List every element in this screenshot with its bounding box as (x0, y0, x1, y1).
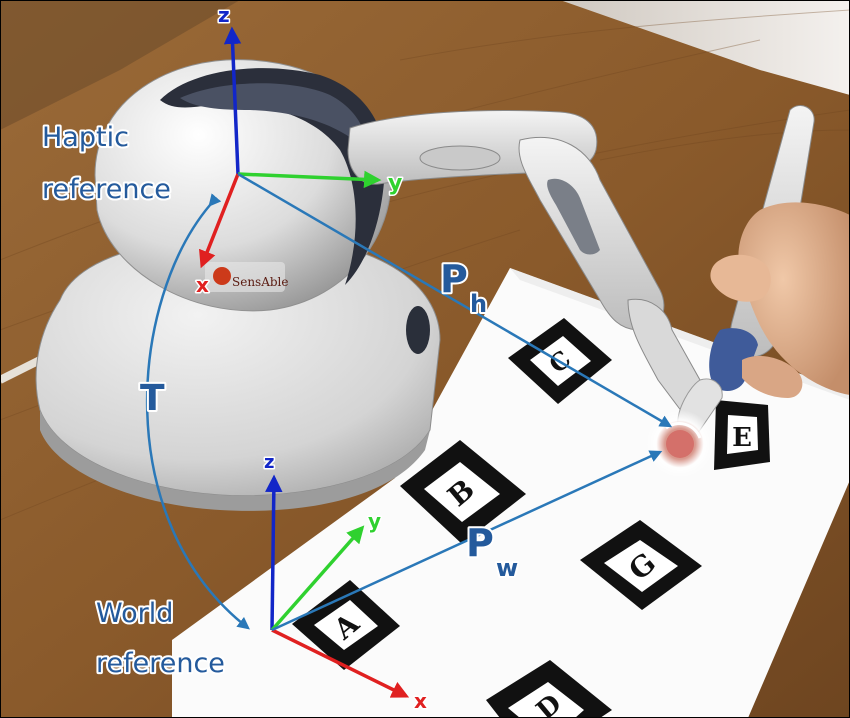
haptic-y-label: y (388, 171, 402, 196)
world-reference-label-line1: World (96, 598, 173, 629)
haptic-reference-label-line1: Haptic (42, 122, 129, 153)
device-arm (347, 110, 703, 413)
haptic-z-axis (223, 26, 242, 175)
world-axes (265, 474, 410, 698)
marker-a: A (292, 580, 400, 670)
marker-d: D (486, 660, 612, 718)
haptic-z-label: z (218, 3, 230, 27)
transform-label: T (140, 378, 165, 419)
world-reference-label-line2: reference (96, 648, 225, 679)
ph-label-main: P (440, 257, 468, 301)
haptic-reference-label-line2: reference (42, 174, 171, 205)
world-x-axis (271, 628, 410, 698)
world-z-label: z (264, 452, 274, 473)
vector-ph (237, 172, 673, 428)
marker-g: G (580, 520, 702, 610)
contact-point-center (666, 430, 694, 458)
world-y-axis (270, 525, 365, 632)
haptic-x-label: x (196, 273, 209, 297)
world-x-label: x (414, 689, 427, 713)
world-y-label: y (368, 509, 381, 533)
table-shadow (0, 0, 240, 130)
wall (560, 0, 850, 95)
user-hand (710, 202, 850, 398)
world-z-axis (265, 474, 283, 631)
brand-name: SensAble (232, 275, 289, 289)
pw-label-sub: w (496, 554, 518, 582)
brand-logo-icon (213, 267, 231, 285)
haptic-y-axis (237, 170, 382, 189)
marker-b: B (400, 440, 526, 544)
marker-letter: E (732, 423, 752, 453)
marker-e: E (714, 400, 770, 470)
pw-label-main: P (466, 521, 494, 565)
ph-label-sub: h (470, 290, 487, 318)
vector-pw (271, 450, 663, 632)
device-port (406, 306, 430, 354)
transform-curve (145, 193, 250, 630)
